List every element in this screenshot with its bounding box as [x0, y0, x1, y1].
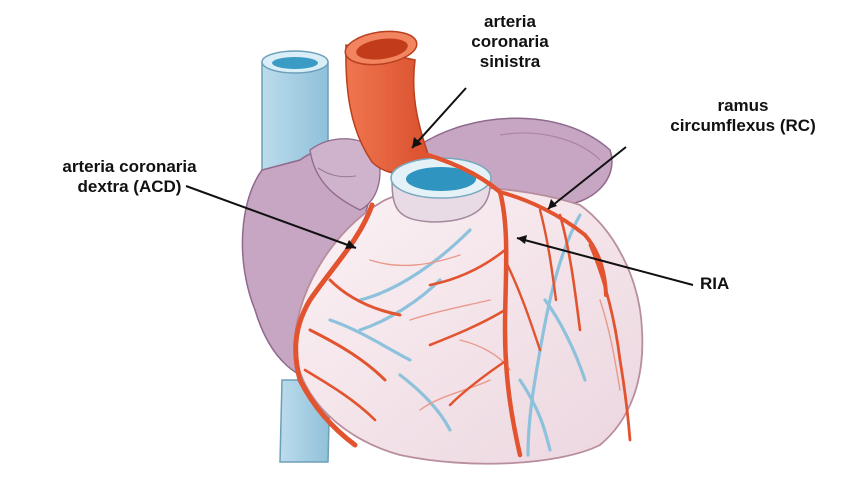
- label-line: circumflexus (RC): [638, 116, 848, 136]
- pulmonary-trunk: [391, 158, 491, 222]
- label-line: ramus: [638, 96, 848, 116]
- label-line: coronaria: [455, 32, 565, 52]
- label-line: arteria coronaria: [22, 157, 237, 177]
- label-line: arteria: [455, 12, 565, 32]
- label-line: sinistra: [455, 52, 565, 72]
- label-arteria-coronaria-sinistra: arteria coronaria sinistra: [455, 12, 565, 72]
- label-ria: RIA: [700, 274, 760, 294]
- label-arteria-coronaria-dextra: arteria coronaria dextra (ACD): [22, 157, 237, 197]
- label-line: RIA: [700, 274, 760, 294]
- label-line: dextra (ACD): [22, 177, 237, 197]
- label-ramus-circumflexus: ramus circumflexus (RC): [638, 96, 848, 136]
